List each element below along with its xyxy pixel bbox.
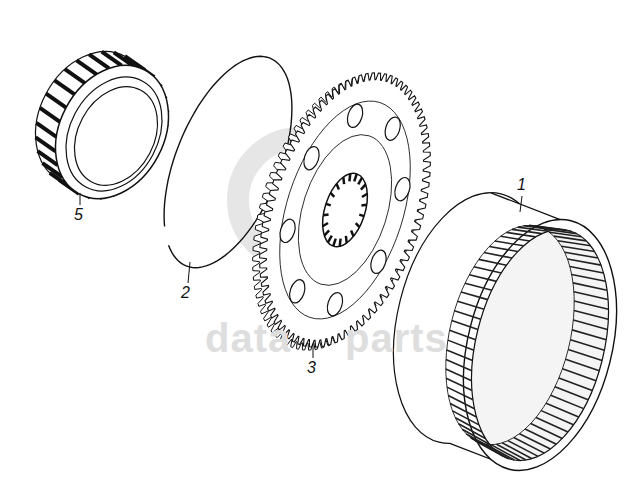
drawing-part: [58, 72, 174, 200]
drawing-part: [449, 215, 630, 475]
drawing-part: [331, 193, 335, 197]
drawing-part: [574, 301, 608, 309]
drawing-part: [574, 310, 608, 319]
drawing-part: [333, 239, 335, 247]
drawing-part: [469, 275, 496, 282]
drawing-part: [38, 151, 58, 165]
drawing-part: [565, 252, 598, 258]
drawing-part: [495, 241, 524, 246]
drawing-part: [33, 46, 191, 218]
drawing-part: [323, 213, 328, 216]
drawing-part: [567, 259, 601, 265]
leader-lines: [80, 193, 522, 358]
drawing-part: [348, 174, 351, 182]
drawing-part: [465, 283, 492, 290]
drawing-part: [454, 311, 480, 320]
drawing-part: [555, 387, 588, 400]
drawing-part: [536, 417, 568, 432]
drawing-part: [453, 411, 479, 425]
drawing-part: [337, 184, 339, 190]
drawing-part: [47, 60, 181, 207]
drawing-part: [351, 231, 353, 237]
drawing-part: [368, 248, 389, 275]
drawing-part: [561, 246, 594, 251]
drawing-part: [573, 283, 607, 290]
drawing-part: [519, 434, 550, 449]
drawing-part: [36, 123, 56, 137]
drawing-part: [525, 429, 556, 444]
drawing-part: [281, 123, 409, 297]
drawing-part: [506, 232, 535, 236]
drawing-part: [287, 278, 308, 305]
drawing-part: [354, 174, 356, 182]
drawing-part: [572, 330, 606, 340]
drawing-part: [448, 340, 474, 350]
drawing-part: [328, 236, 332, 243]
callout-number: 1: [517, 176, 526, 194]
drawing-part: [55, 80, 75, 94]
drawing-part: [559, 378, 592, 390]
drawing-part: [345, 102, 366, 129]
drawing-part: [345, 236, 348, 243]
callout-number: 2: [181, 284, 190, 302]
drawing-part: [572, 274, 606, 281]
drawing-part: [562, 369, 596, 381]
drawing-part: [326, 204, 331, 206]
drawing-part: [446, 360, 472, 371]
drawing-part: [338, 239, 341, 247]
drawing-part: [65, 69, 85, 83]
drawing-part: [356, 223, 360, 227]
drawing-part: [447, 350, 473, 361]
drawing-part: [77, 60, 97, 74]
drawing-part: [359, 215, 364, 217]
drawing-part: [461, 292, 488, 300]
drawing-part: [450, 330, 476, 340]
drawing-part: [490, 193, 560, 220]
drawing-part: [325, 291, 346, 318]
drawing-part: [501, 236, 530, 241]
drawing-part: [277, 217, 298, 244]
drawing-part: [489, 246, 517, 251]
drawing-part: [568, 350, 602, 361]
drawing-part: [452, 320, 478, 329]
drawing-part: [574, 292, 608, 300]
drawing-part: [46, 94, 66, 108]
drawing-part: [324, 230, 329, 235]
drawing-part: [570, 340, 604, 350]
drawing-part: [361, 203, 366, 206]
drawing-part: [570, 266, 604, 272]
bearing: [13, 32, 191, 218]
drawing-part: [382, 115, 403, 142]
drawing-part: [446, 378, 472, 390]
drawing-part: [479, 259, 507, 265]
drawing-part: [558, 241, 591, 246]
watermark-text: parts: [345, 316, 448, 361]
drawing-part: [362, 194, 367, 197]
drawing-part: [531, 424, 563, 439]
drawing-part: [446, 369, 472, 381]
drawing-part: [314, 168, 376, 253]
drawing-part: [392, 176, 413, 203]
drawing-part: [439, 203, 636, 485]
drawing-part: [361, 184, 366, 189]
drawing-part: [36, 137, 56, 151]
drawing-part: [323, 223, 328, 226]
drawing-part: [358, 178, 362, 185]
drawing-part: [484, 253, 512, 258]
callout-number: 3: [307, 359, 316, 377]
drawing-part: [40, 108, 60, 122]
drawing-part: [301, 145, 322, 172]
drawing-part: [566, 359, 600, 370]
callout-number: 5: [74, 206, 83, 224]
drawing-part: [425, 212, 596, 458]
drawing-part: [342, 177, 345, 184]
drawing-part: [462, 429, 489, 444]
watermark-text: data: [205, 316, 291, 361]
drawing-part: [474, 267, 501, 273]
drawing-part: [458, 301, 484, 309]
drawing-part: [448, 396, 474, 409]
drawing-part: [573, 320, 607, 329]
